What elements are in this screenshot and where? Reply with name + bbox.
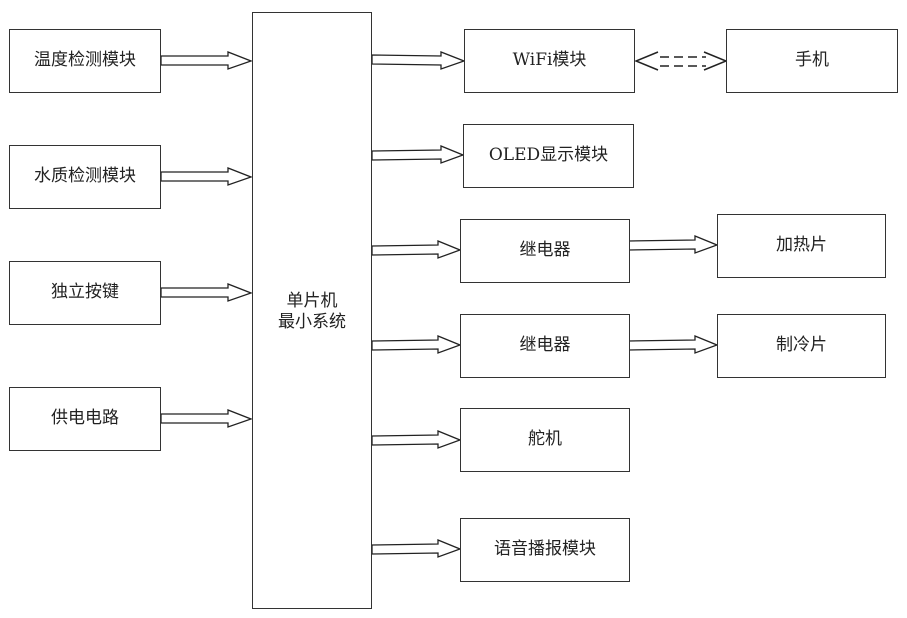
arrow-mcu-to-relay2 — [371, 335, 462, 354]
label: 加热片 — [776, 235, 827, 256]
label: WiFi模块 — [512, 50, 587, 71]
box-power-circuit: 供电电路 — [9, 387, 161, 451]
label: 继电器 — [519, 335, 571, 356]
label: OLED显示模块 — [488, 145, 609, 166]
mcu-label-line2: 最小系统 — [278, 312, 346, 333]
label: 手机 — [795, 50, 829, 71]
box-phone: 手机 — [726, 29, 898, 93]
box-temperature-module: 温度检测模块 — [9, 29, 161, 93]
arrow-relay2-to-cooler — [628, 335, 719, 354]
arrow-temp-to-mcu — [160, 51, 253, 70]
box-water-quality-module: 水质检测模块 — [9, 145, 161, 209]
arrow-keys-to-mcu — [160, 283, 253, 302]
arrow-relay1-to-heater — [628, 235, 719, 254]
arrow-mcu-to-servo — [371, 430, 462, 449]
box-cooler: 制冷片 — [717, 314, 886, 378]
arrow-power-to-mcu — [160, 409, 253, 428]
arrow-mcu-to-wifi — [371, 51, 466, 70]
label: 继电器 — [519, 240, 571, 261]
arrow-water-to-mcu — [160, 167, 253, 186]
arrow-wifi-phone-dashed — [634, 51, 728, 71]
box-relay-1: 继电器 — [460, 219, 630, 283]
label: 制冷片 — [776, 335, 827, 356]
box-wifi-module: WiFi模块 — [464, 29, 635, 93]
label: 语音播报模块 — [494, 539, 596, 560]
arrow-mcu-to-relay1 — [371, 240, 462, 259]
label: 水质检测模块 — [34, 166, 136, 187]
label: 供电电路 — [51, 408, 119, 429]
box-heater: 加热片 — [717, 214, 886, 278]
label: 舵机 — [528, 429, 562, 450]
arrow-mcu-to-voice — [371, 539, 462, 558]
box-voice-module: 语音播报模块 — [460, 518, 630, 582]
mcu-label-line1: 单片机 — [286, 291, 338, 311]
label: 独立按键 — [51, 282, 119, 303]
box-relay-2: 继电器 — [460, 314, 630, 378]
box-mcu-minimum-system: 单片机 最小系统 — [252, 12, 372, 609]
box-independent-keys: 独立按键 — [9, 261, 161, 325]
label: 温度检测模块 — [34, 50, 136, 71]
box-servo: 舵机 — [460, 408, 630, 472]
arrow-mcu-to-oled — [371, 145, 465, 164]
box-oled-module: OLED显示模块 — [463, 124, 634, 188]
